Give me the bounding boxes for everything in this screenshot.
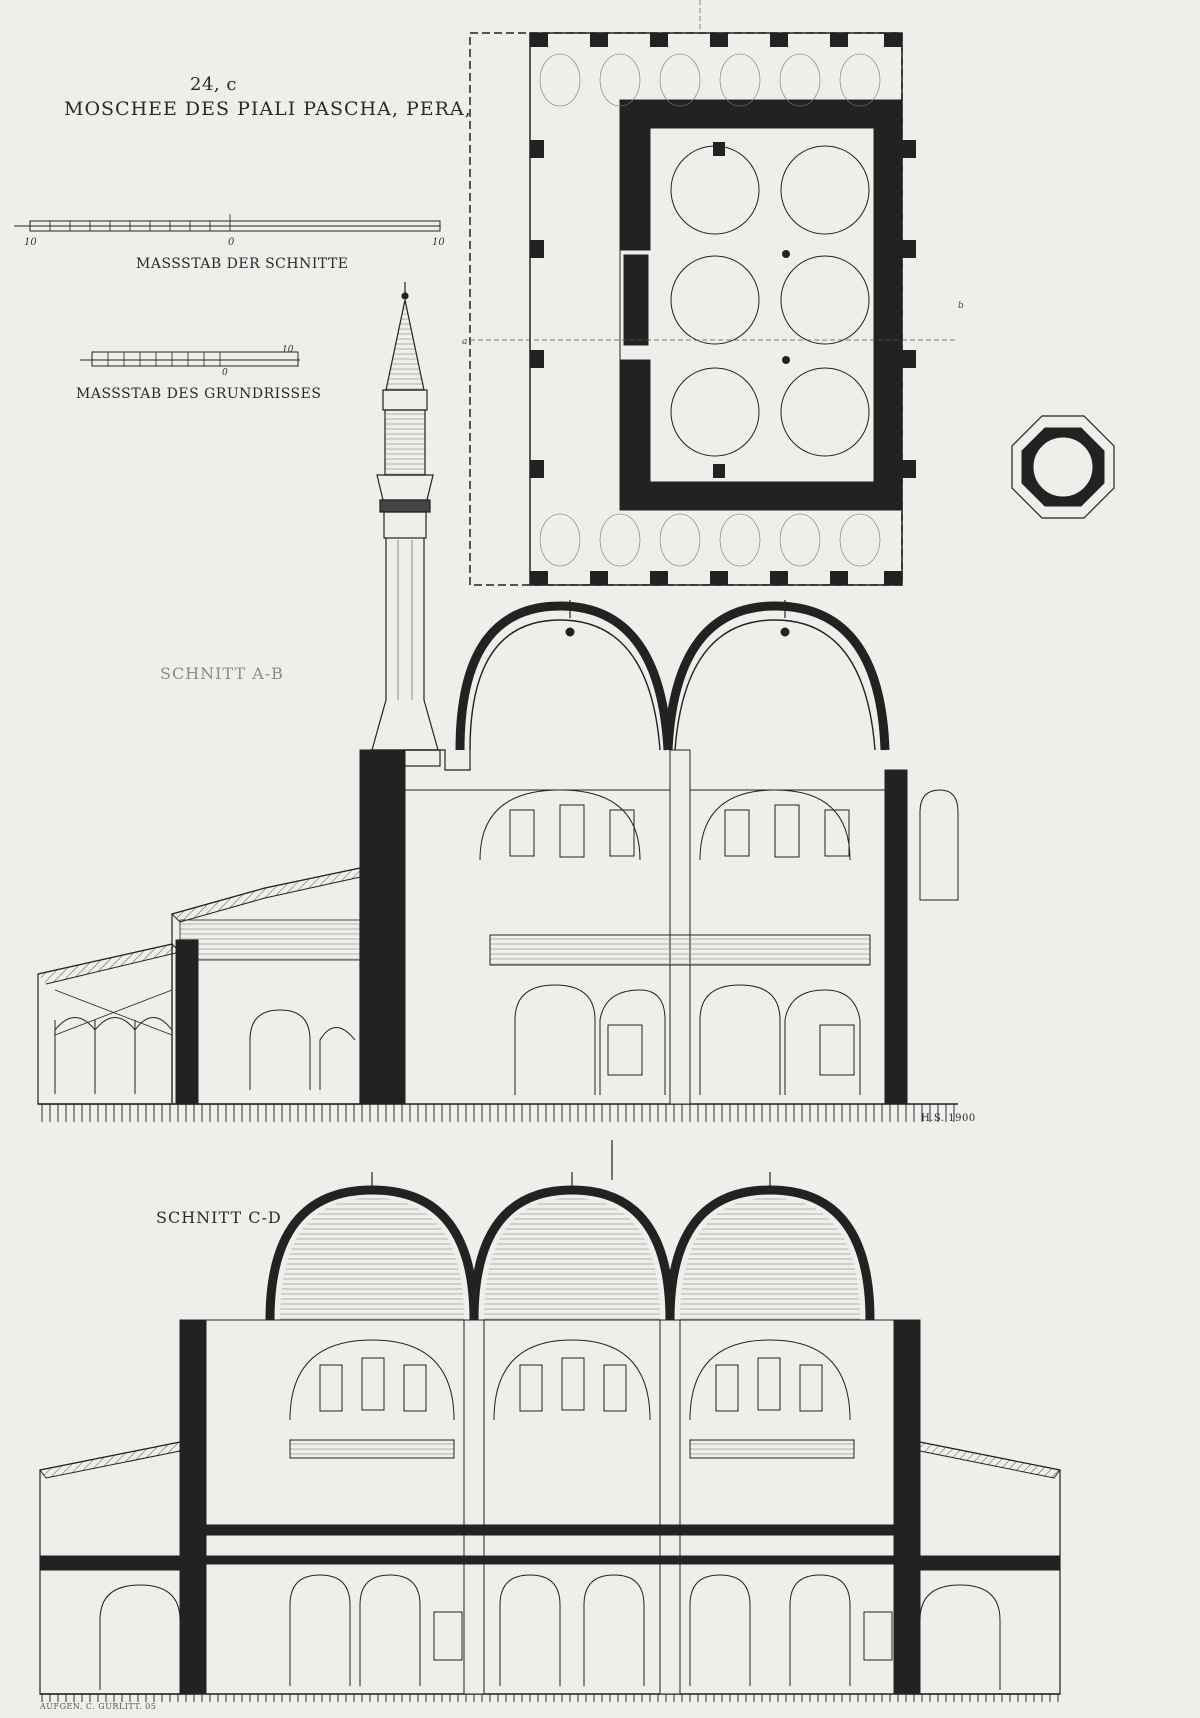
section-cd-label: SCHNITT C-D — [156, 1208, 282, 1227]
plan-scale-tick-zero: 0 — [222, 368, 228, 378]
plan-scale-label: MASSSTAB DES GRUNDRISSES — [76, 386, 322, 402]
floor-plan — [469, 0, 955, 586]
plate-number: 24, c — [190, 74, 237, 95]
section-ab-drawing — [37, 600, 959, 1122]
sections-scale-tick-left: 10 — [24, 237, 37, 248]
minaret-elevation — [369, 282, 441, 767]
sections-scale-tick-right: 10 — [432, 237, 445, 248]
sections-scale-bar — [14, 214, 441, 232]
credit-signature: AUFGEN. C. GURLITT. 05 — [40, 1702, 157, 1711]
plan-axis-label-b: b — [958, 301, 964, 311]
plan-axis-label-a: a — [462, 337, 467, 347]
section-ab-label: SCHNITT A-B — [160, 664, 284, 683]
section-cd-drawing — [39, 1140, 1061, 1702]
minaret-plan — [1011, 415, 1115, 519]
plan-scale-tick-left: 10 — [282, 345, 294, 355]
sections-scale-tick-zero: 0 — [228, 237, 235, 248]
sections-scale-label: MASSSTAB DER SCHNITTE — [136, 256, 349, 272]
plan-scale-bar — [80, 351, 300, 367]
plate-title: MOSCHEE DES PIALI PASCHA, PERA, — [64, 98, 472, 120]
